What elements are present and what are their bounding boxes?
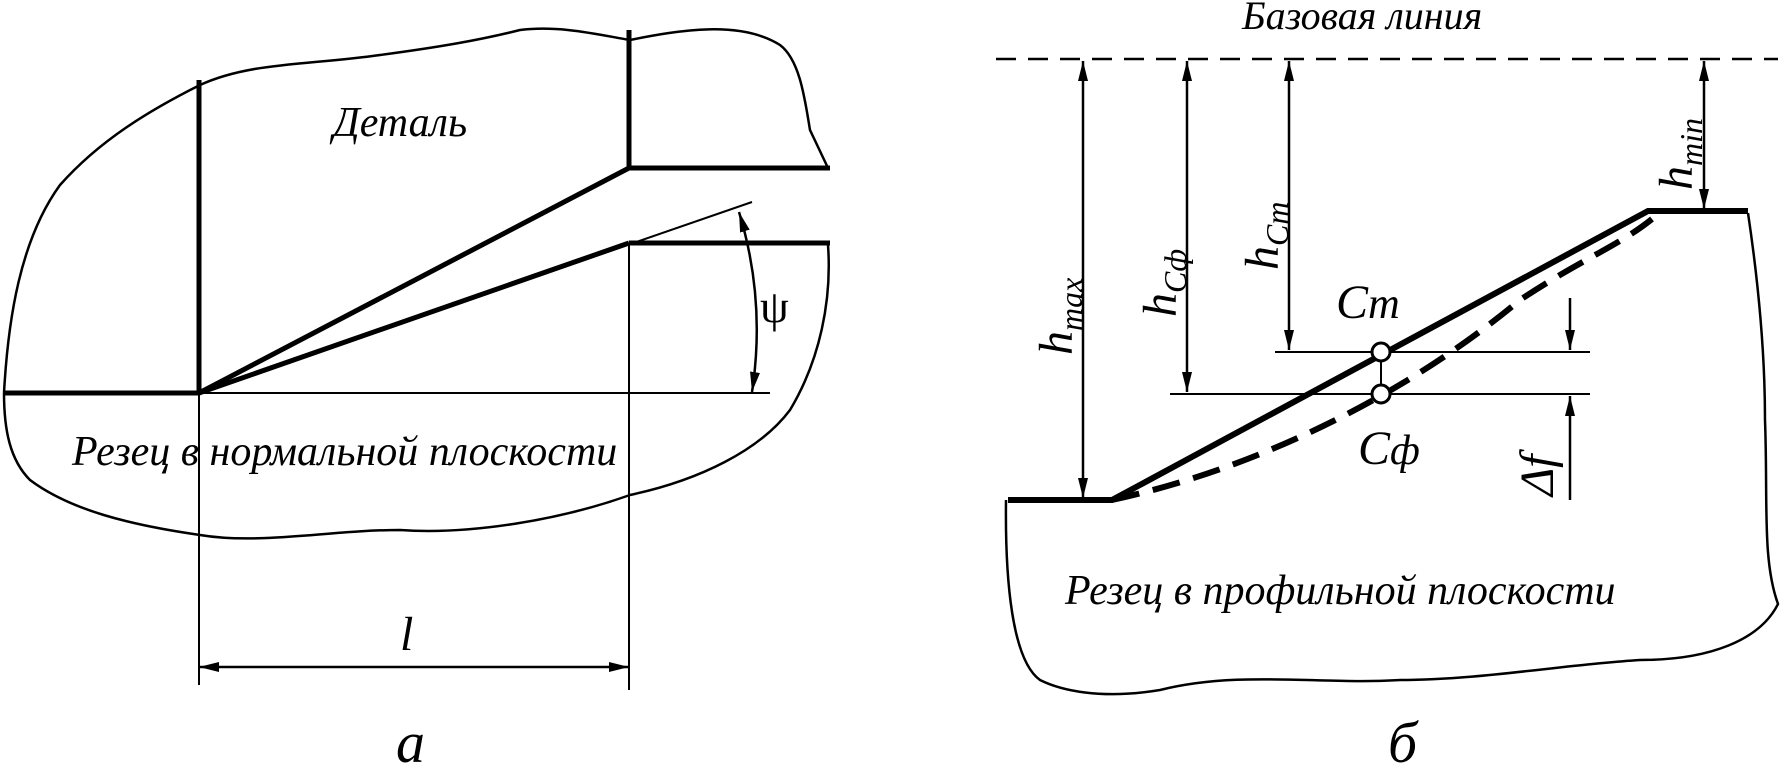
h-cm-label: hCm	[1236, 202, 1295, 270]
cutter-profile-plane-label: Резец в профильной плоскости	[1064, 568, 1616, 614]
actual-profile	[1111, 216, 1654, 503]
part-bevel-edge	[197, 165, 631, 396]
angle-extension-line	[198, 201, 753, 394]
h-min-label: hmin	[1650, 118, 1709, 190]
angle-psi-label: ψ	[760, 281, 789, 332]
length-label: l	[400, 608, 413, 661]
caption-b: б	[1388, 710, 1419, 769]
delta-f-label: Δf	[1511, 449, 1564, 498]
cutter-profile-outline	[1004, 212, 1780, 696]
base-line-label: Базовая линия	[1241, 0, 1482, 38]
figure-b: Базовая линия hmax hCф hCm	[996, 0, 1780, 769]
svg-text:Δf: Δf	[1511, 449, 1564, 498]
svg-text:hCm: hCm	[1236, 202, 1295, 270]
svg-text:hmax: hmax	[1030, 278, 1089, 355]
caption-a: а	[396, 710, 425, 769]
point-cf	[1370, 383, 1392, 405]
point-cm-label: Cm	[1336, 276, 1400, 329]
angle-psi-arc	[737, 211, 760, 393]
figure-a: Деталь Резец в нормальной плоскости ψ l …	[2, 27, 830, 769]
part-label: Деталь	[329, 100, 467, 146]
point-cf-label: Cф	[1358, 422, 1420, 475]
cutter-normal-plane-label: Резец в нормальной плоскости	[71, 429, 617, 475]
h-max-label: hmax	[1030, 278, 1089, 355]
svg-text:hmin: hmin	[1650, 118, 1709, 190]
svg-text:hCф: hCф	[1134, 249, 1193, 317]
part-outline	[2, 27, 830, 394]
point-cm	[1370, 341, 1392, 363]
h-cf-label: hCф	[1134, 249, 1193, 317]
cutter-outline	[2, 244, 830, 540]
